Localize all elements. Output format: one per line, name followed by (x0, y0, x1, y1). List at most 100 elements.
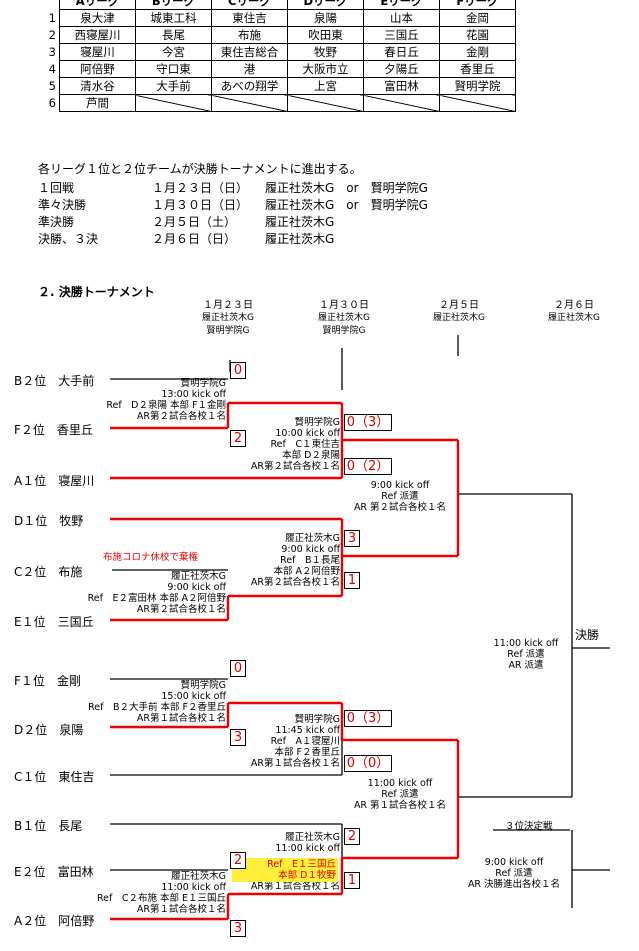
r1-3-ko: 15:00 kick off (161, 691, 226, 702)
league-cell: 賢明学院 (439, 77, 516, 95)
qf4-hq: 本部 D１牧野 (278, 870, 336, 881)
league-cell (287, 94, 364, 112)
league-cell: 金剛 (439, 43, 516, 61)
schedule-venue: 履正社茨木G (265, 232, 335, 246)
sf2-info: 11:00 kick off Ref 派遣 AR 第１試合各校１名 (353, 778, 447, 811)
league-cell: 山本 (363, 9, 440, 27)
score-box: 0（3） (344, 710, 392, 727)
winner-lines (110, 401, 460, 921)
column-venue2: 賢明学院G (206, 326, 250, 336)
team-label: E２位 富田林 (14, 865, 94, 879)
schedule-round: 準々決勝 (38, 198, 87, 212)
team-label: D２位 泉陽 (14, 723, 84, 737)
column-venue2: 賢明学院G (322, 326, 366, 336)
qf-1-venue: 賢明学院G (294, 417, 340, 428)
r1-4b-ref: Ref C２布施 本部 E１三国丘 (96, 893, 226, 904)
league-cell: 芦間 (59, 94, 136, 112)
r1-1-venue: 賢明学院G (180, 378, 226, 389)
league-cell (363, 94, 440, 112)
schedule-intro: 各リーグ１位と２位チームが決勝トーナメントに進出する。 (38, 162, 362, 176)
team-label: C２位 布施 (14, 565, 83, 579)
schedule-round: 準決勝 (38, 215, 75, 229)
qf-2-hq: 本部 A２阿倍野 (273, 566, 340, 577)
score-box: 2 (344, 828, 360, 845)
score-box: 0 (230, 660, 246, 677)
qf-3-ar: AR第１試合各校１名 (250, 758, 340, 769)
league-cell: 上宮 (287, 77, 364, 95)
team-label: D１位 牧野 (14, 514, 84, 528)
qf-4-venue: 履正社茨木G (285, 832, 340, 843)
r1-4-venue: 履正社茨木G (171, 871, 226, 882)
league-cell: 泉陽 (287, 9, 364, 27)
schedule-date: ２月６日（日） (152, 232, 237, 246)
league-cell: 東住吉 (211, 9, 288, 27)
score-box: 0 (230, 362, 246, 379)
final-label: 決勝 (575, 628, 600, 642)
r1-3-venue: 賢明学院G (180, 680, 226, 691)
score-box: 2 (230, 852, 246, 869)
column-date: １月３０日 (319, 300, 369, 311)
r1-1-ref: Ref D２泉陽 本部 F１金剛 (106, 400, 226, 411)
column-venue1: 履正社茨木G (548, 313, 600, 323)
r1-2-ref: Ref E２富田林 本部 A２阿倍野 (87, 593, 226, 604)
score-box: 1 (344, 572, 360, 589)
qf-3-venue: 賢明学院G (294, 714, 340, 725)
qf-3-hq: 本部 F２香里丘 (274, 747, 340, 758)
qf-2-ref: Ref B１長尾 (280, 555, 340, 566)
column-venue1: 履正社茨木G (433, 313, 485, 323)
score-box: 3 (230, 920, 246, 937)
sf1-info: 9:00 kick off Ref 派遣 AR 第２試合各校１名 (353, 480, 447, 513)
team-label: B１位 長尾 (14, 819, 83, 833)
r1-2-ar: AR第２試合各校１名 (136, 604, 226, 615)
third-label: ３位決定戦 (505, 821, 553, 832)
team-label: E１位 三国丘 (14, 615, 94, 629)
team-label: F２位 香里丘 (14, 423, 93, 437)
score-box: 0（3） (344, 414, 392, 431)
league-cell (439, 94, 516, 112)
score-box: 3 (230, 729, 246, 746)
r1-3-ref: Ref B２大手前 本部 F２香里丘 (88, 702, 226, 713)
r1-1-ar: AR第２試合各校１名 (136, 411, 226, 422)
league-cell: 香里丘 (439, 60, 516, 78)
team-label: F１位 金剛 (14, 674, 81, 688)
r1-4-ko: 11:00 kick off (161, 882, 226, 893)
qf-3-ref: Ref A１寝屋川 (270, 736, 340, 747)
qf-1-ref: Ref C１東住吉 (270, 439, 341, 450)
score-box: 3 (344, 530, 360, 547)
section-heading: ２. 決勝トーナメント (38, 285, 155, 299)
schedule-date: １月２３日（日） (152, 181, 249, 195)
score-box: 0（2） (344, 458, 392, 475)
qf4-ref: Ref E１三国丘 (267, 859, 336, 870)
column-venue1: 履正社茨木G (318, 313, 370, 323)
schedule-round: 決勝、３決 (38, 232, 99, 246)
r1-2-ko: 9:00 kick off (167, 582, 226, 593)
qf-4-ko: 11:00 kick off (275, 843, 340, 854)
qf-3-ko: 11:45 kick off (275, 725, 340, 736)
league-cell: 寝屋川 (59, 43, 136, 61)
qf-1-ko: 10:00 kick off (275, 428, 340, 439)
schedule-venue: 履正社茨木G (265, 215, 335, 229)
column-date: ２月５日 (439, 300, 479, 311)
league-cell (135, 94, 212, 112)
schedule-venue: 履正社茨木G or 賢明学院G (265, 198, 428, 212)
column-venue1: 履正社茨木G (202, 313, 254, 323)
r1-3-ar: AR第１試合各校１名 (136, 713, 226, 724)
league-cell: 清水谷 (59, 77, 136, 95)
score-box: 2 (230, 430, 246, 447)
r1-2-venue: 履正社茨木G (171, 571, 226, 582)
highlight-box (232, 858, 338, 882)
schedule-date: １月３０日（日） (152, 198, 249, 212)
column-date: ２月６日 (554, 300, 594, 311)
column-date: １月２３日 (203, 300, 253, 311)
score-box: 1 (344, 872, 360, 889)
qf-2-ko: 9:00 kick off (281, 544, 340, 555)
schedule-round: １回戦 (38, 181, 75, 195)
third-info: 9:00 kick off Ref 派遣 AR 決勝進出各校１名 (467, 857, 561, 890)
